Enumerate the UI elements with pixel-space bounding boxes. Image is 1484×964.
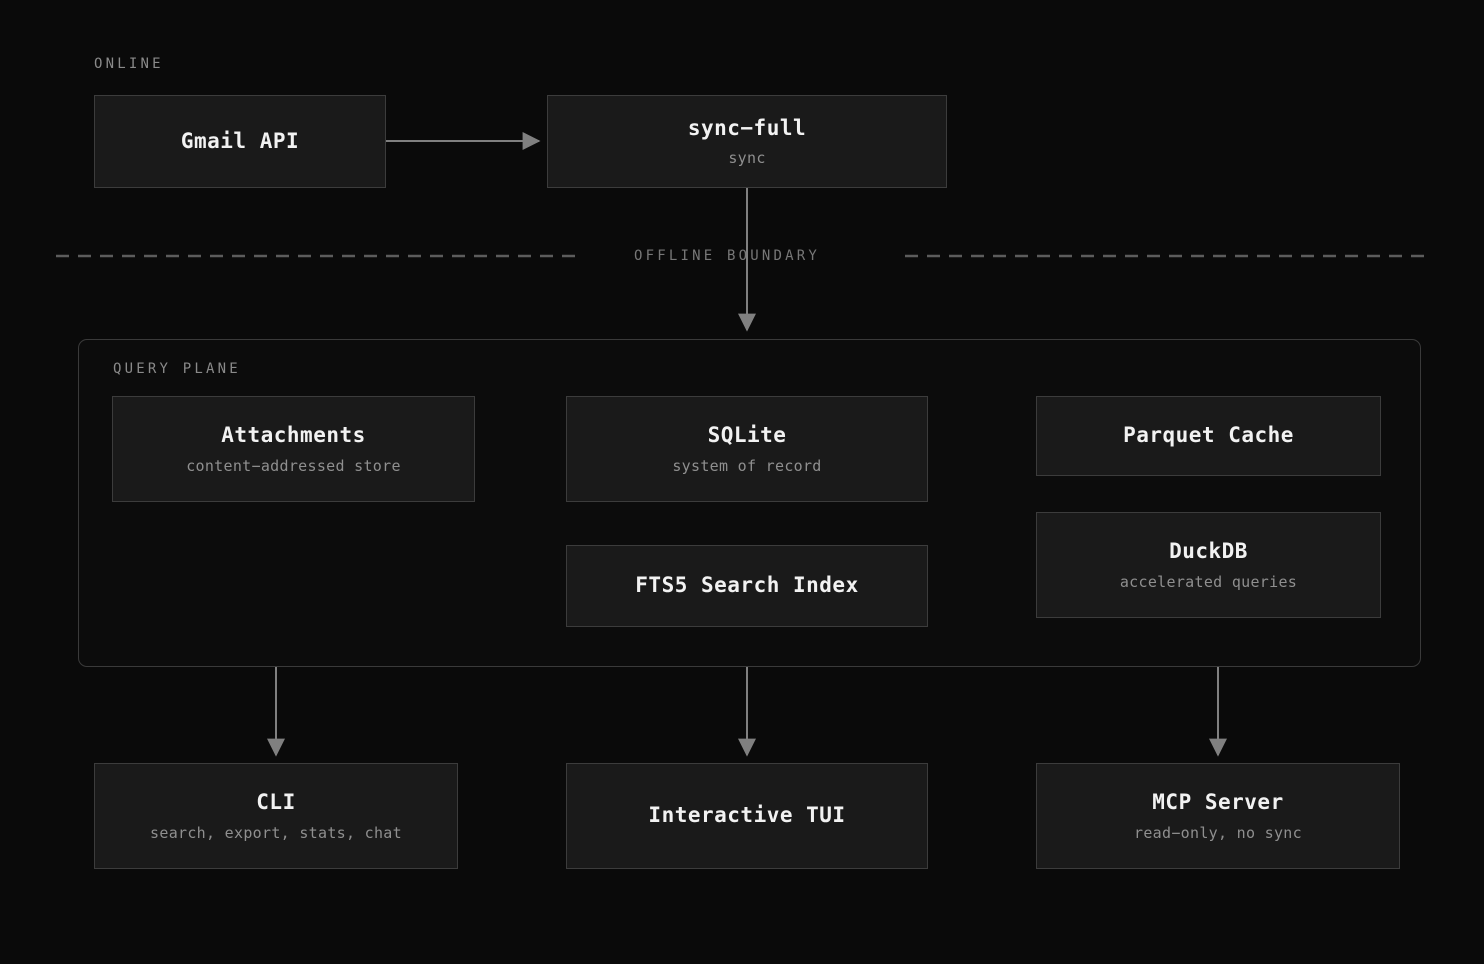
node-mcp-server-subtitle: read−only, no sync <box>1134 823 1302 842</box>
node-cli-subtitle: search, export, stats, chat <box>150 823 402 842</box>
node-mcp-server-title: MCP Server <box>1152 790 1284 815</box>
node-attachments[interactable]: Attachments content−addressed store <box>112 396 475 502</box>
node-duckdb-subtitle: accelerated queries <box>1119 572 1298 591</box>
node-sqlite[interactable]: SQLite system of record <box>566 396 928 502</box>
node-gmail-api-title: Gmail API <box>180 128 300 153</box>
node-interactive-tui-title: Interactive TUI <box>648 803 846 828</box>
node-sqlite-title: SQLite <box>707 423 787 448</box>
node-attachments-title: Attachments <box>221 423 366 448</box>
node-parquet-cache[interactable]: Parquet Cache <box>1036 396 1381 476</box>
node-duckdb-title: DuckDB <box>1169 539 1248 564</box>
node-sync-full-subtitle: sync <box>728 149 766 168</box>
online-section-label: ONLINE <box>94 56 164 72</box>
node-gmail-api[interactable]: Gmail API <box>94 95 386 188</box>
query-plane-label: QUERY PLANE <box>113 361 241 377</box>
node-cli[interactable]: CLI search, export, stats, chat <box>94 763 458 869</box>
node-duckdb[interactable]: DuckDB accelerated queries <box>1036 512 1381 618</box>
node-interactive-tui[interactable]: Interactive TUI <box>566 763 928 869</box>
node-sqlite-subtitle: system of record <box>672 456 822 475</box>
node-fts5-search-index-title: FTS5 Search Index <box>635 573 859 598</box>
node-parquet-cache-title: Parquet Cache <box>1123 423 1294 448</box>
node-sync-full[interactable]: sync−full sync <box>547 95 947 188</box>
offline-boundary-label: OFFLINE BOUNDARY <box>634 248 821 264</box>
node-attachments-subtitle: content−addressed store <box>186 456 401 475</box>
node-cli-title: CLI <box>256 790 296 815</box>
node-sync-full-title: sync−full <box>687 115 807 140</box>
node-fts5-search-index[interactable]: FTS5 Search Index <box>566 545 928 627</box>
node-mcp-server[interactable]: MCP Server read−only, no sync <box>1036 763 1400 869</box>
